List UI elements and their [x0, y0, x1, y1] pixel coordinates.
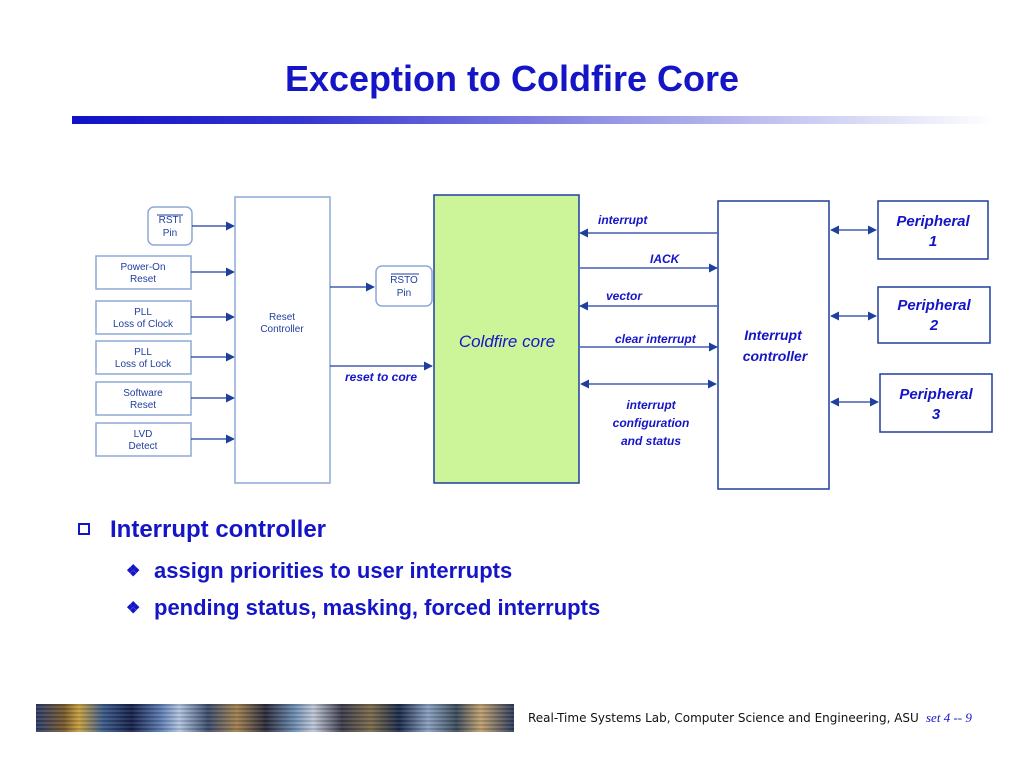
- pll-clock-label-2: Loss of Clock: [113, 319, 174, 330]
- rsti-label: RSTI: [159, 215, 182, 226]
- power-on-reset: Power-On Reset: [95, 255, 192, 290]
- bullet-sub-2-text: pending status, masking, forced interrup…: [154, 595, 601, 620]
- peripheral-arrows: [830, 225, 879, 407]
- checkbox-bullet-icon: [78, 523, 90, 535]
- peripheral-3-number: 3: [932, 406, 941, 423]
- software-label-2: Reset: [130, 400, 156, 411]
- peripheral-2-number: 2: [929, 317, 939, 334]
- peripheral-2-label: Peripheral: [897, 297, 971, 314]
- reset-source-arrows: [191, 221, 235, 444]
- signal-arrows: [579, 228, 718, 389]
- peripheral-3-label: Peripheral: [899, 386, 973, 403]
- rsti-pin: RSTI Pin: [147, 206, 193, 246]
- bullet-sub-1: ❖ assign priorities to user interrupts: [126, 558, 512, 584]
- title-underline: [72, 116, 996, 124]
- peripheral-1: Peripheral 1: [877, 200, 989, 260]
- slide-title: Exception to Coldfire Core: [284, 58, 740, 99]
- peripheral-3: Peripheral 3: [879, 373, 993, 433]
- software-label: Software: [123, 388, 163, 399]
- rsto-pin: RSTO Pin: [375, 265, 433, 307]
- iack-label: IACK: [650, 252, 681, 266]
- power-on-label-reset: Reset: [130, 274, 156, 285]
- pll-clock-label: PLL: [134, 307, 152, 318]
- footer-text: Real-Time Systems Lab, Computer Science …: [528, 711, 919, 725]
- lvd-detect: LVD Detect: [95, 422, 192, 457]
- pll-lock-label-2: Loss of Lock: [115, 359, 172, 370]
- lvd-label: LVD: [134, 429, 153, 440]
- peripheral-1-number: 1: [929, 233, 937, 250]
- config-label-1: interrupt: [626, 398, 676, 412]
- reset-controller: Reset Controller: [234, 196, 331, 484]
- config-label-2: configuration: [613, 416, 690, 430]
- interrupt-controller-label: Interrupt: [744, 327, 803, 343]
- diamond-bullet-icon: ❖: [126, 563, 141, 580]
- clear-interrupt-label: clear interrupt: [615, 332, 697, 346]
- bullet-sub-2: ❖ pending status, masking, forced interru…: [126, 595, 600, 621]
- pll-lock-label: PLL: [134, 347, 152, 358]
- peripheral-2: Peripheral 2: [877, 286, 991, 344]
- pll-loss-of-clock: PLL Loss of Clock: [95, 300, 192, 335]
- coldfire-core-label: Coldfire core: [459, 332, 555, 351]
- lvd-label-2: Detect: [129, 441, 158, 452]
- bullet-main: Interrupt controller: [78, 516, 326, 544]
- diamond-bullet-icon: ❖: [126, 600, 141, 617]
- interrupt-label: interrupt: [598, 213, 648, 227]
- interrupt-controller-label-2: controller: [743, 348, 809, 364]
- pll-loss-of-lock: PLL Loss of Lock: [95, 340, 192, 375]
- peripheral-1-label: Peripheral: [896, 213, 970, 230]
- footer-image-strip: [36, 704, 514, 732]
- bullet-sub-1-text: assign priorities to user interrupts: [154, 558, 513, 583]
- software-reset: Software Reset: [95, 381, 192, 416]
- interrupt-controller: Interrupt controller: [717, 200, 830, 490]
- reset-controller-label: Reset: [269, 312, 295, 323]
- reset-to-core-label: reset to core: [345, 370, 417, 384]
- vector-label: vector: [606, 289, 643, 303]
- rsti-label-pin: Pin: [163, 228, 177, 239]
- bullet-main-text: Interrupt controller: [110, 516, 327, 543]
- config-label-3: and status: [621, 434, 681, 448]
- block-diagram: RSTI Pin Power-On Reset PLL Loss of Cloc…: [95, 194, 993, 490]
- coldfire-core: Coldfire core: [433, 194, 580, 484]
- page-number: set 4 -- 9: [926, 710, 972, 725]
- rsto-label-pin: Pin: [397, 288, 411, 299]
- rsto-label: RSTO: [390, 275, 418, 286]
- power-on-label: Power-On: [120, 262, 165, 273]
- reset-controller-label-2: Controller: [260, 324, 304, 335]
